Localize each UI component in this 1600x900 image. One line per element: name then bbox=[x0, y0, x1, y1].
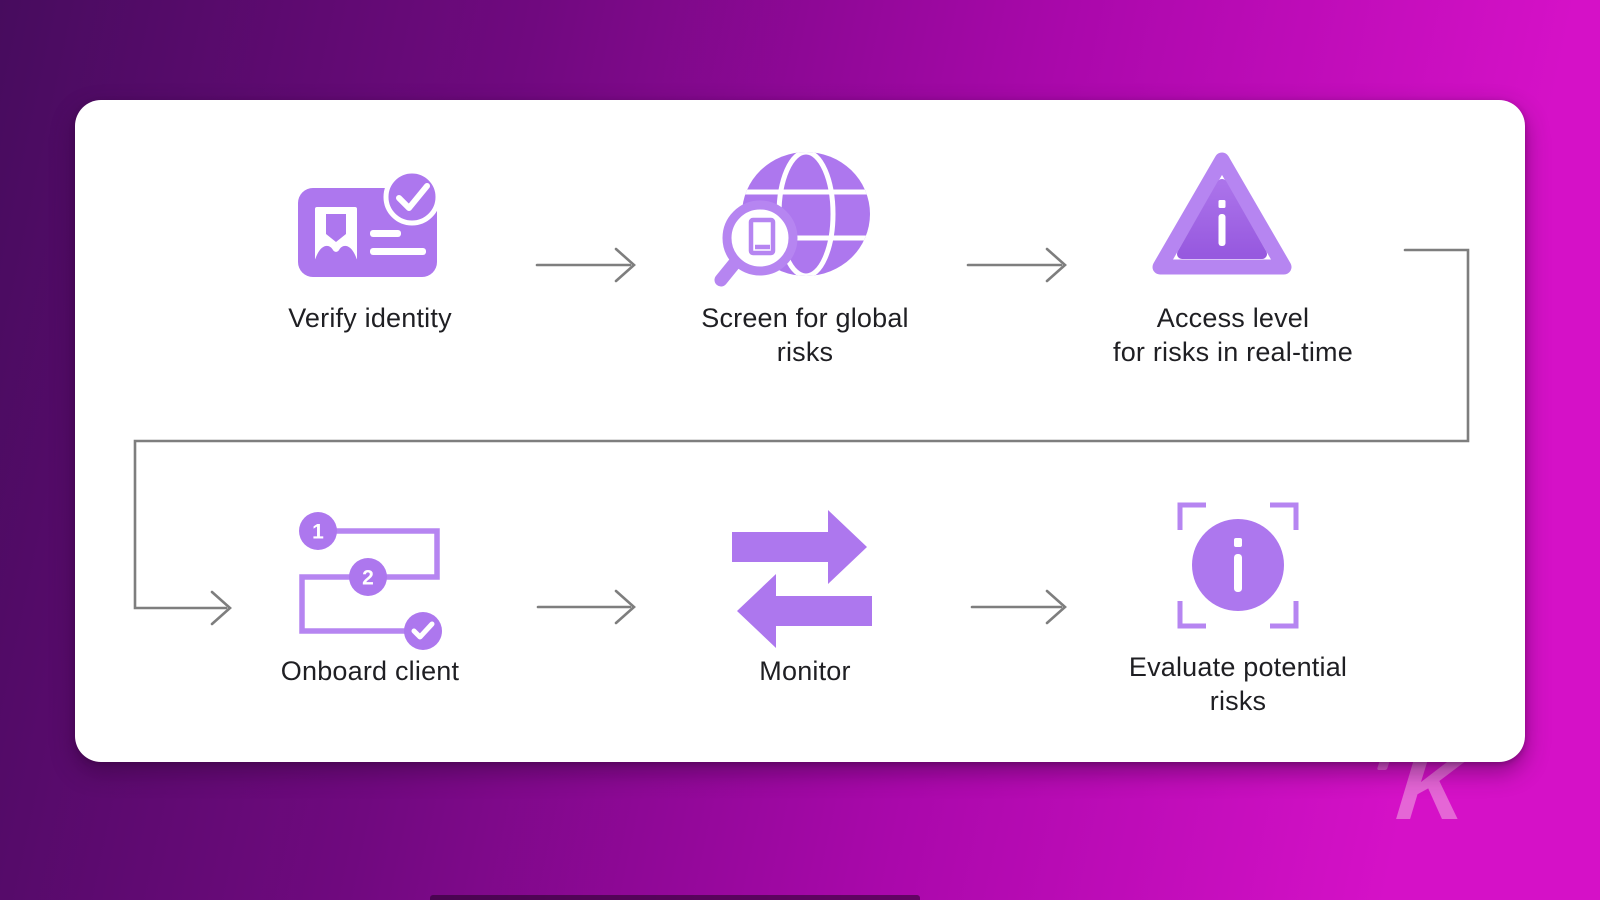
steps-path-icon: 1 2 bbox=[299, 512, 442, 650]
id-card-check-icon bbox=[298, 168, 441, 277]
step-label-screen-global-risks: Screen for global risks bbox=[701, 303, 909, 367]
step-label-access-level: Access level for risks in real-time bbox=[1113, 303, 1353, 367]
info-focus-icon bbox=[1177, 502, 1299, 629]
step-number-1: 1 bbox=[312, 521, 324, 544]
step-label-evaluate-risks: Evaluate potential risks bbox=[1128, 652, 1348, 716]
bottom-progress-strip bbox=[430, 895, 920, 900]
step-number-2: 2 bbox=[362, 567, 374, 590]
globe-magnifier-icon bbox=[714, 152, 870, 287]
warning-info-triangle-icon bbox=[1152, 152, 1292, 275]
step-label-monitor: Monitor bbox=[759, 656, 851, 686]
step-label-onboard-client: Onboard client bbox=[280, 656, 460, 686]
step-label-verify-identity: Verify identity bbox=[288, 303, 452, 333]
transfer-arrows-icon bbox=[732, 510, 872, 648]
